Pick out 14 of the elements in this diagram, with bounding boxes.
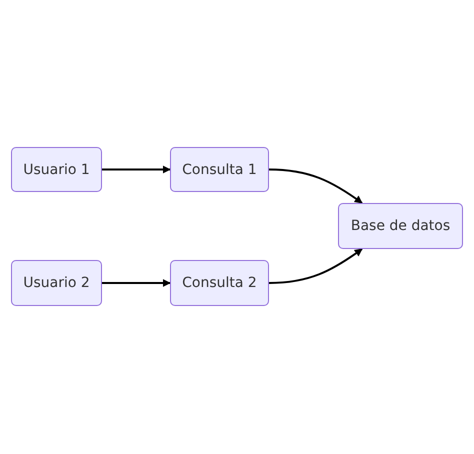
arrow bbox=[102, 166, 171, 174]
arrow bbox=[268, 168, 363, 204]
process-box bbox=[170, 147, 269, 192]
node-label: Consulta 2 bbox=[182, 275, 257, 291]
arrow bbox=[268, 248, 363, 284]
node-label: Usuario 2 bbox=[23, 275, 90, 291]
node-label: Usuario 1 bbox=[23, 162, 90, 178]
arrow bbox=[102, 279, 171, 287]
process-box bbox=[11, 147, 102, 192]
node-label: Consulta 1 bbox=[182, 162, 257, 178]
node-label: Base de datos bbox=[350, 218, 450, 234]
process-box bbox=[338, 203, 463, 249]
process-box bbox=[11, 260, 102, 306]
process-box bbox=[170, 260, 269, 306]
